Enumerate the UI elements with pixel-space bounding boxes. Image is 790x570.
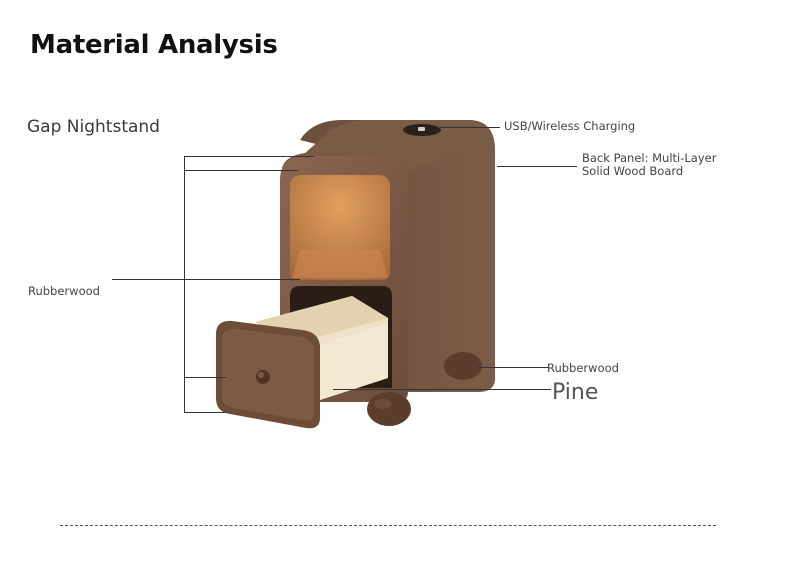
label-rubberwood-feet: Rubberwood bbox=[547, 361, 619, 375]
page-title: Material Analysis bbox=[30, 30, 278, 60]
label-pine: Pine bbox=[552, 380, 599, 405]
bracket-bottom-1 bbox=[184, 377, 226, 378]
callout-line-feet bbox=[478, 367, 548, 368]
bracket-mid bbox=[112, 279, 300, 280]
callout-line-pine bbox=[333, 389, 551, 390]
label-back-panel-line2: Solid Wood Board bbox=[582, 164, 684, 178]
bracket-bottom-2 bbox=[184, 412, 226, 413]
label-usb-charging: USB/Wireless Charging bbox=[504, 119, 636, 133]
foot-back bbox=[444, 352, 482, 380]
foot-front bbox=[367, 392, 411, 426]
cabinet-side-panel bbox=[300, 120, 495, 392]
bracket-vertical-top bbox=[184, 156, 185, 280]
dashed-divider bbox=[60, 525, 716, 526]
label-back-panel-line1: Back Panel: Multi-Layer bbox=[582, 151, 717, 165]
bracket-top-2 bbox=[184, 170, 298, 171]
callout-line-usb bbox=[440, 127, 500, 128]
bracket-top-1 bbox=[184, 156, 314, 157]
bracket-vertical-bottom bbox=[184, 279, 185, 413]
callout-line-back-panel bbox=[497, 166, 577, 167]
product-name: Gap Nightstand bbox=[27, 117, 160, 137]
label-rubberwood-frame: Rubberwood bbox=[28, 284, 100, 298]
